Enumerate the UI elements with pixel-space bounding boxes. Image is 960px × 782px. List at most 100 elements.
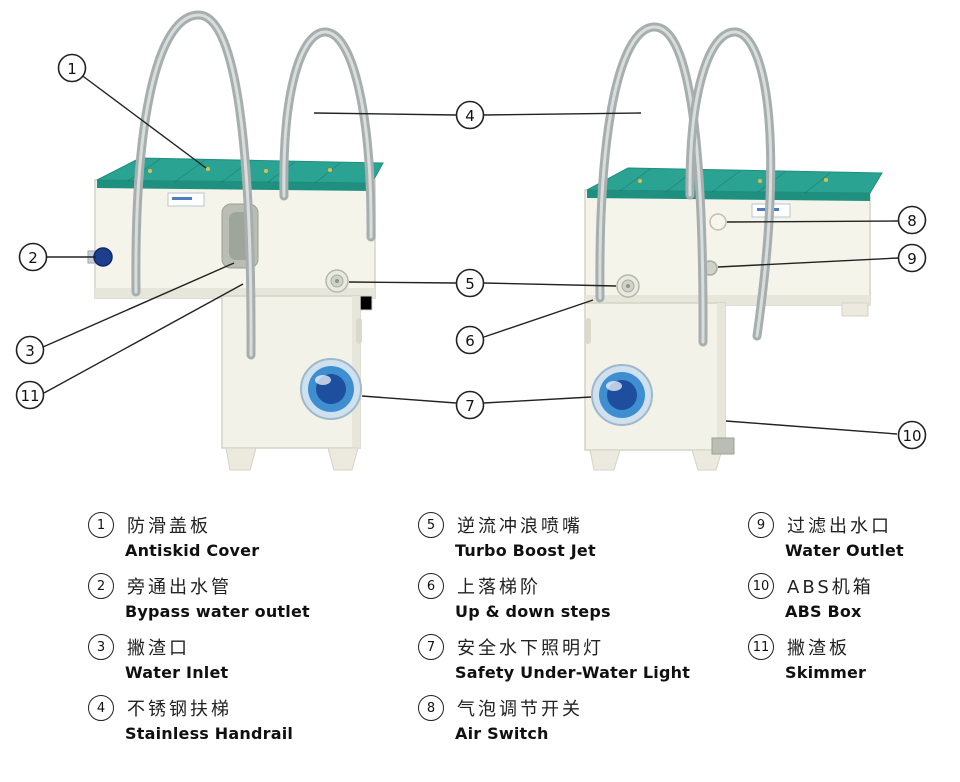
label-sticker-left-text-bar bbox=[172, 197, 192, 200]
legend-label-zh-1: 防滑盖板 bbox=[127, 516, 211, 537]
machine-right-foot-right-end bbox=[841, 302, 869, 317]
callout-6-number: 6 bbox=[465, 332, 475, 350]
leader-lines bbox=[42, 73, 899, 435]
leader-line-5-left bbox=[348, 281, 457, 284]
legend-number-7: 7 bbox=[418, 634, 444, 660]
leader-line-9 bbox=[717, 257, 899, 268]
callout-8: 8 bbox=[897, 205, 927, 235]
machine-right-body-shadow bbox=[585, 295, 870, 305]
machine-left-step-notch bbox=[356, 318, 362, 344]
handrail-right-pair bbox=[595, 22, 776, 347]
callout-3-number: 3 bbox=[25, 342, 35, 360]
machine-left-foot-left bbox=[225, 447, 257, 471]
callout-1: 1 bbox=[57, 53, 87, 83]
legend-item-7: 7 安全水下照明灯 Safety Under-Water Light bbox=[418, 634, 728, 682]
callout-10: 10 bbox=[897, 420, 927, 450]
callout-9: 9 bbox=[897, 243, 927, 273]
leader-line-5-right bbox=[483, 282, 617, 287]
legend-label-en-10: ABS Box bbox=[785, 602, 862, 621]
callout-8-number: 8 bbox=[907, 212, 917, 230]
leader-line-7-right bbox=[483, 396, 592, 404]
handrail-left-pair bbox=[131, 10, 376, 360]
legend-item-6: 6 上落梯阶 Up & down steps bbox=[418, 573, 728, 621]
legend-label-en-6: Up & down steps bbox=[455, 602, 611, 621]
callout-6: 6 bbox=[455, 325, 485, 355]
leader-line-6 bbox=[483, 299, 594, 338]
legend-number-4: 4 bbox=[88, 695, 114, 721]
handrail-right-b-highlight bbox=[688, 30, 773, 338]
legend-item-8: 8 气泡调节开关 Air Switch bbox=[418, 695, 728, 743]
legend-label-zh-11: 撇渣板 bbox=[787, 638, 850, 659]
legend-column-3: 9 过滤出水口 Water Outlet 10 ABS机箱 ABS Box 11… bbox=[748, 512, 958, 695]
callout-2-number: 2 bbox=[28, 249, 38, 267]
turbo-jet-right-center bbox=[626, 284, 630, 288]
legend-label-en-9: Water Outlet bbox=[785, 541, 904, 560]
leader-line-4-right bbox=[483, 112, 642, 116]
machine-right-step-notch bbox=[585, 318, 591, 344]
legend-number-3: 3 bbox=[88, 634, 114, 660]
leader-line-1 bbox=[79, 73, 207, 169]
legend-item-5: 5 逆流冲浪喷嘴 Turbo Boost Jet bbox=[418, 512, 728, 560]
underwater-light-right-highlight bbox=[606, 381, 622, 391]
diagram-canvas: 1 2 3 11 4 5 6 7 bbox=[15, 10, 927, 471]
legend-number-10: 10 bbox=[748, 573, 774, 599]
legend-number-1: 1 bbox=[88, 512, 114, 538]
legend-number-5: 5 bbox=[418, 512, 444, 538]
legend-label-en-11: Skimmer bbox=[785, 663, 867, 682]
callout-11: 11 bbox=[15, 380, 45, 410]
air-switch-knob bbox=[709, 213, 727, 231]
legend-number-9: 9 bbox=[748, 512, 774, 538]
callout-4-number: 4 bbox=[465, 107, 475, 125]
machine-left-body-shadow bbox=[95, 288, 375, 298]
legend-number-11: 11 bbox=[748, 634, 774, 660]
handrail-left-b-highlight bbox=[282, 30, 373, 239]
legend-number-8: 8 bbox=[418, 695, 444, 721]
callout-bubbles: 1 2 3 11 4 5 6 7 bbox=[15, 53, 927, 450]
legend-item-4: 4 不锈钢扶梯 Stainless Handrail bbox=[88, 695, 388, 743]
legend-label-en-7: Safety Under-Water Light bbox=[455, 663, 691, 682]
bypass-outlet-knob bbox=[93, 247, 113, 267]
callout-7: 7 bbox=[455, 390, 485, 420]
machine-right-foot-left bbox=[589, 449, 621, 471]
antiskid-cover-right-edge bbox=[587, 190, 870, 201]
turbo-jet-left-center bbox=[335, 279, 339, 283]
callout-3: 3 bbox=[15, 335, 45, 365]
callout-9-number: 9 bbox=[907, 250, 917, 268]
legend-number-6: 6 bbox=[418, 573, 444, 599]
leader-line-8 bbox=[726, 220, 899, 223]
callout-7-number: 7 bbox=[465, 397, 475, 415]
handrail-left-a-highlight bbox=[134, 13, 253, 357]
callout-1-number: 1 bbox=[67, 60, 77, 78]
machine-left bbox=[87, 10, 384, 471]
handrail-right-a-highlight bbox=[598, 25, 705, 344]
leader-line-4-left bbox=[313, 112, 457, 116]
legend-label-en-3: Water Inlet bbox=[125, 663, 229, 682]
callout-11-number: 11 bbox=[20, 387, 39, 405]
legend-label-zh-4: 不锈钢扶梯 bbox=[127, 699, 232, 720]
legend-label-en-4: Stainless Handrail bbox=[125, 724, 294, 743]
underwater-light-left-highlight bbox=[315, 375, 331, 385]
legend-label-zh-6: 上落梯阶 bbox=[457, 577, 541, 598]
bottom-outlet-pipe bbox=[711, 437, 735, 455]
callout-5-number: 5 bbox=[465, 275, 475, 293]
legend-item-2: 2 旁通出水管 Bypass water outlet bbox=[88, 573, 388, 621]
product-diagram: 1 2 3 11 4 5 6 7 bbox=[15, 10, 927, 471]
legend-label-en-8: Air Switch bbox=[455, 724, 549, 743]
machine-right-column-shade bbox=[717, 303, 725, 450]
callout-10-number: 10 bbox=[902, 427, 921, 445]
legend-label-zh-3: 撇渣口 bbox=[127, 638, 190, 659]
legend-label-zh-9: 过滤出水口 bbox=[787, 516, 892, 537]
legend-label-zh-10: ABS机箱 bbox=[787, 577, 874, 598]
antiskid-cover-left-edge bbox=[97, 180, 372, 191]
leader-line-7-left bbox=[361, 395, 457, 404]
leader-line-11 bbox=[43, 283, 244, 394]
legend-label-zh-2: 旁通出水管 bbox=[127, 577, 232, 598]
legend-number-2: 2 bbox=[88, 573, 114, 599]
legend-item-11: 11 撇渣板 Skimmer bbox=[748, 634, 958, 682]
legend-label-en-1: Antiskid Cover bbox=[125, 541, 260, 560]
legend-label-zh-7: 安全水下照明灯 bbox=[457, 638, 604, 659]
machine-right bbox=[584, 22, 883, 471]
antiskid-cover-right bbox=[586, 167, 883, 194]
leader-line-10 bbox=[725, 420, 898, 435]
legend-column-1: 1 防滑盖板 Antiskid Cover 2 旁通出水管 Bypass wat… bbox=[88, 512, 388, 756]
